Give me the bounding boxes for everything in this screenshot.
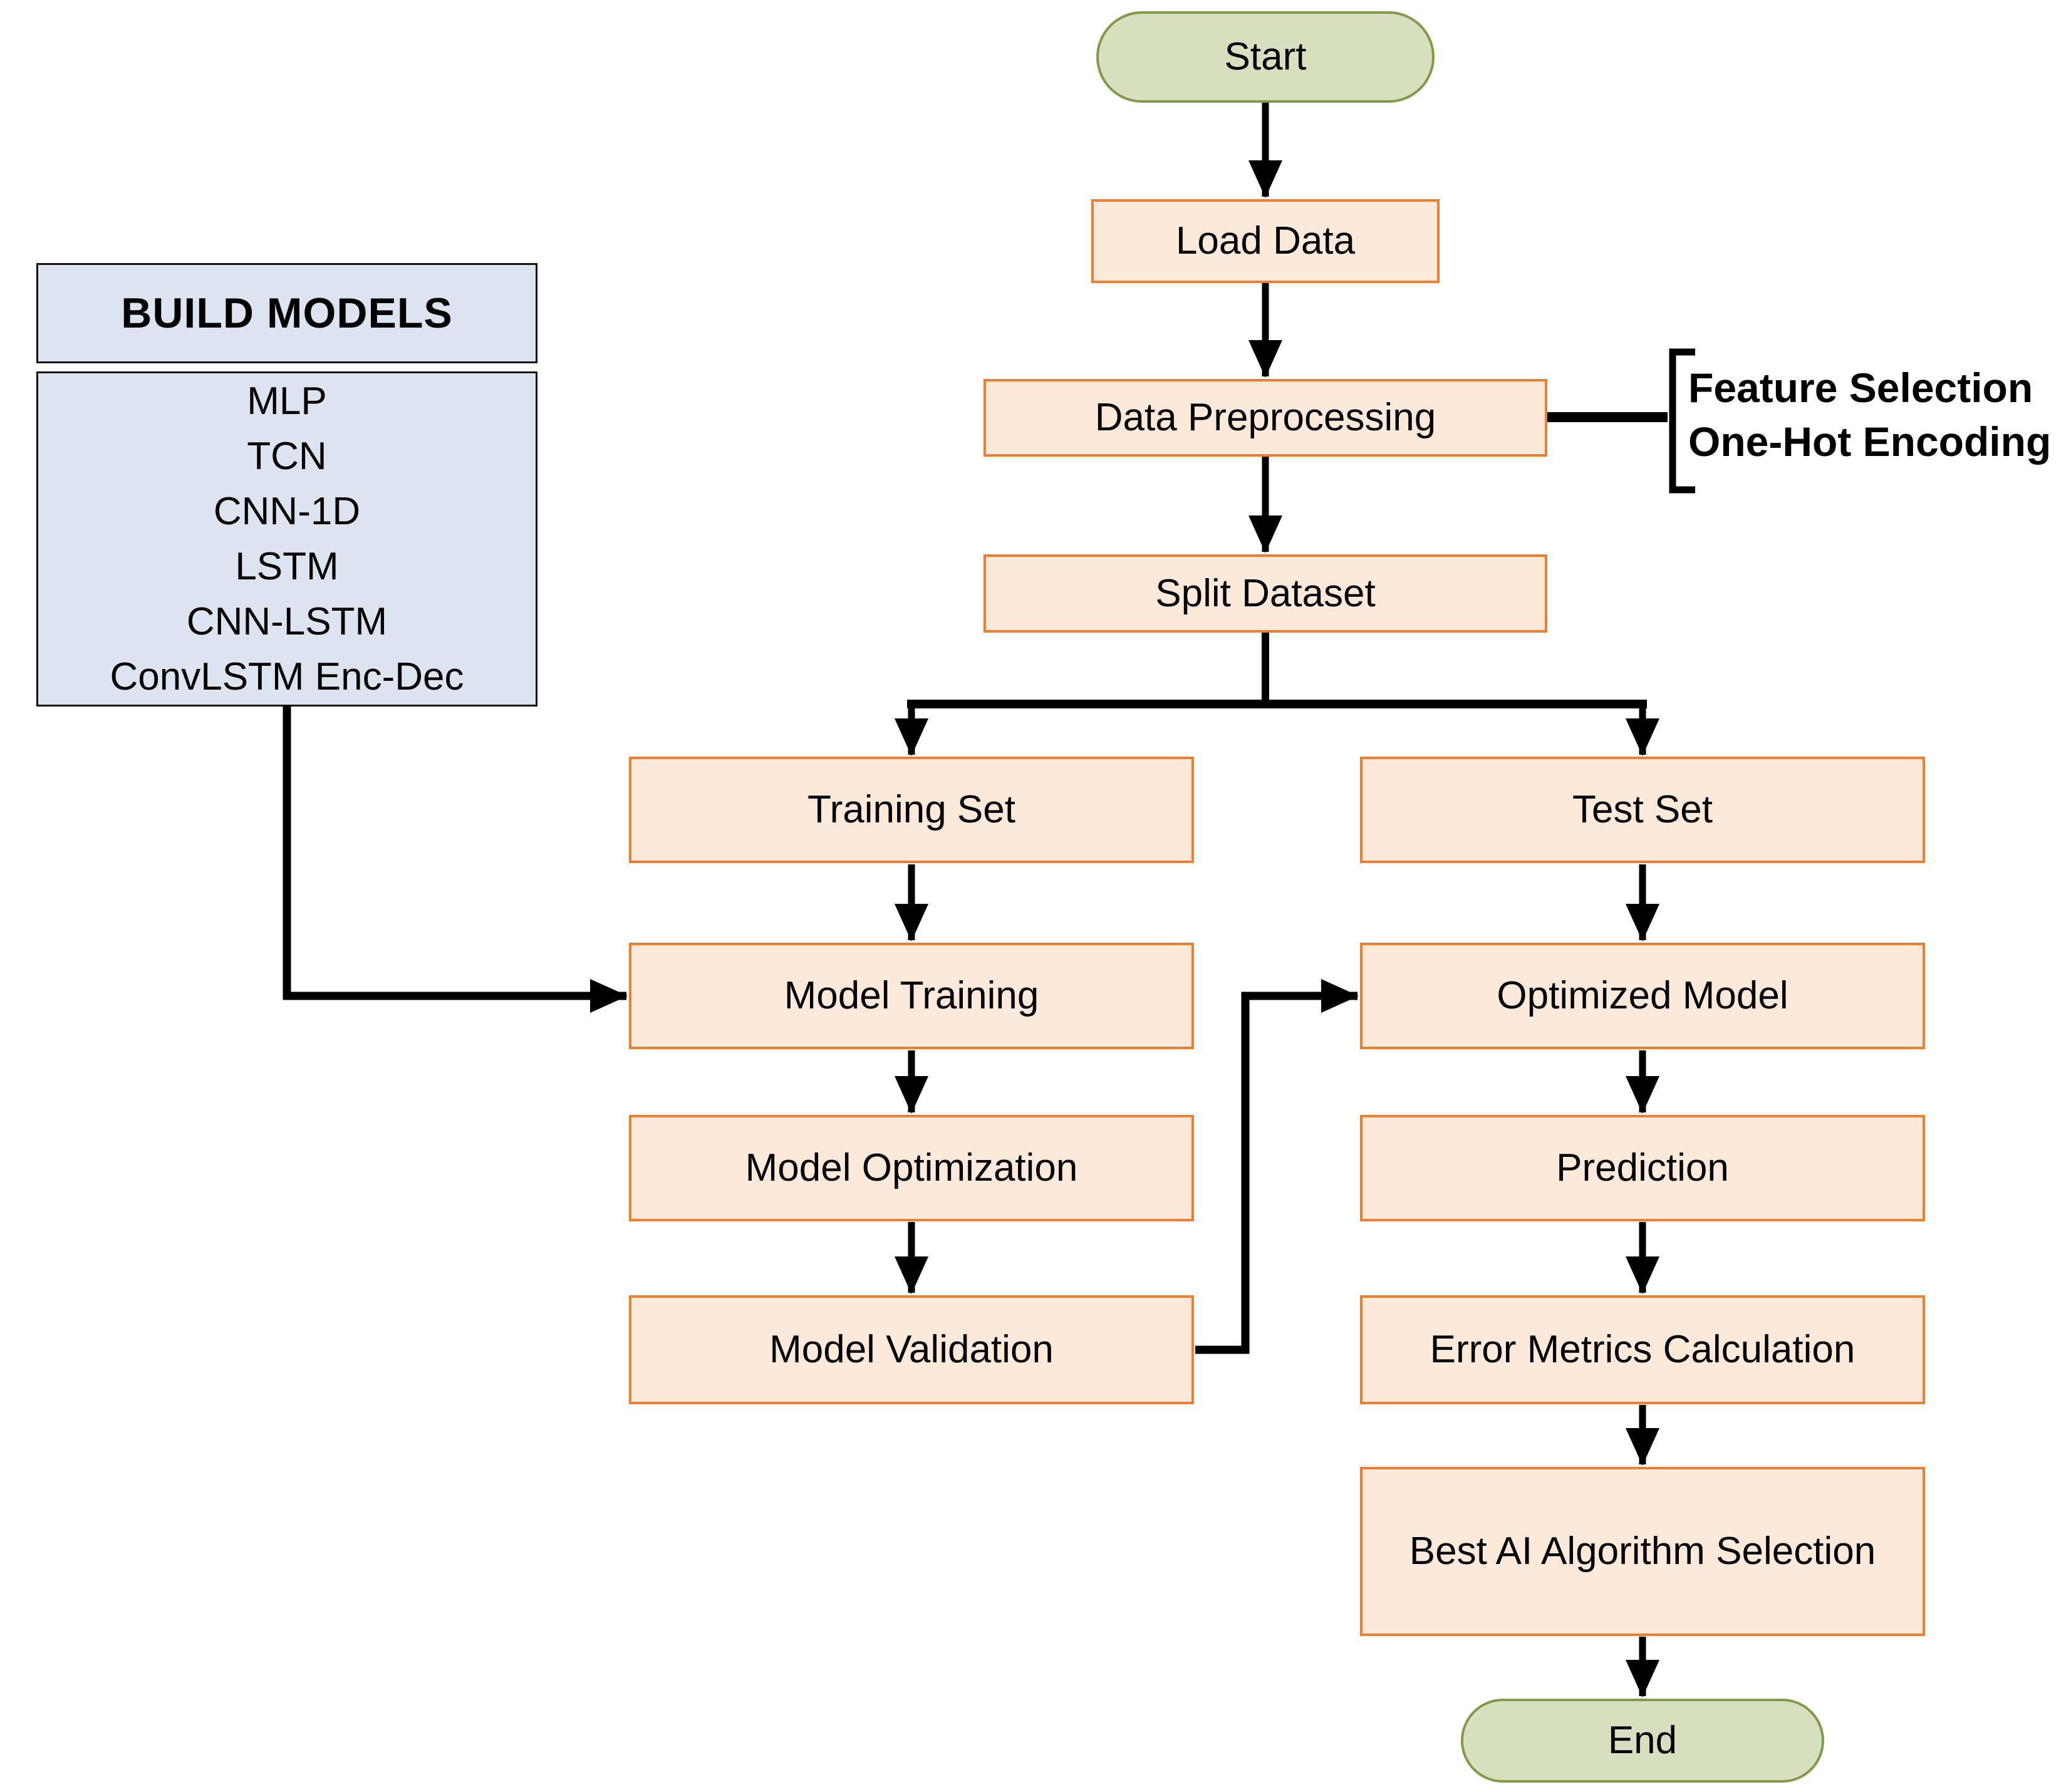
annotation-line-2: One-Hot Encoding	[1688, 418, 2052, 465]
connector-build-models-to-model-training	[283, 707, 628, 1013]
node-training-set: Training Set	[629, 757, 1194, 863]
model-item-cnn1d: CNN-1D	[213, 489, 361, 533]
node-model-validation: Model Validation	[629, 1295, 1194, 1404]
preprocessing-annotation: Feature Selection One-Hot Encoding	[1688, 361, 2051, 469]
build-models-title: BUILD MODELS	[121, 289, 453, 337]
node-model-validation-label: Model Validation	[769, 1328, 1054, 1372]
node-test-set-label: Test Set	[1572, 788, 1713, 832]
node-data-preprocessing: Data Preprocessing	[984, 379, 1547, 457]
node-load-data-label: Load Data	[1175, 219, 1356, 263]
node-model-training-label: Model Training	[784, 974, 1039, 1018]
node-split-dataset: Split Dataset	[984, 554, 1547, 633]
node-data-preprocessing-label: Data Preprocessing	[1094, 396, 1436, 440]
node-prediction-label: Prediction	[1556, 1146, 1729, 1190]
node-end-label: End	[1607, 1719, 1678, 1763]
node-test-set: Test Set	[1360, 757, 1925, 863]
node-start: Start	[1096, 11, 1435, 103]
annotation-line-1: Feature Selection	[1688, 365, 2033, 411]
model-item-mlp: MLP	[247, 379, 327, 423]
node-model-optimization: Model Optimization	[629, 1115, 1194, 1221]
node-best-ai: Best AI Algorithm Selection	[1360, 1467, 1925, 1636]
node-error-metrics-label: Error Metrics Calculation	[1430, 1328, 1856, 1372]
model-item-lstm: LSTM	[235, 544, 339, 588]
node-training-set-label: Training Set	[807, 788, 1015, 832]
node-split-dataset-label: Split Dataset	[1155, 571, 1376, 615]
node-optimized-model: Optimized Model	[1360, 943, 1925, 1049]
node-load-data: Load Data	[1091, 199, 1440, 283]
node-end: End	[1461, 1699, 1824, 1783]
node-start-label: Start	[1224, 35, 1307, 79]
annotation-bracket	[1669, 348, 1695, 494]
build-models-panel-header: BUILD MODELS	[36, 263, 537, 363]
model-item-tcn: TCN	[247, 434, 327, 478]
connector-validation-to-optimized-model	[1195, 979, 1359, 1354]
node-optimized-model-label: Optimized Model	[1497, 974, 1788, 1018]
model-item-convlstm: ConvLSTM Enc-Dec	[110, 655, 464, 698]
model-item-cnnlstm: CNN-LSTM	[186, 599, 388, 643]
node-prediction: Prediction	[1360, 1115, 1925, 1221]
node-model-optimization-label: Model Optimization	[745, 1146, 1078, 1190]
node-model-training: Model Training	[629, 943, 1194, 1049]
build-models-panel-list: MLP TCN CNN-1D LSTM CNN-LSTM ConvLSTM En…	[36, 371, 537, 707]
node-error-metrics: Error Metrics Calculation	[1360, 1295, 1925, 1404]
node-best-ai-label: Best AI Algorithm Selection	[1409, 1530, 1876, 1573]
